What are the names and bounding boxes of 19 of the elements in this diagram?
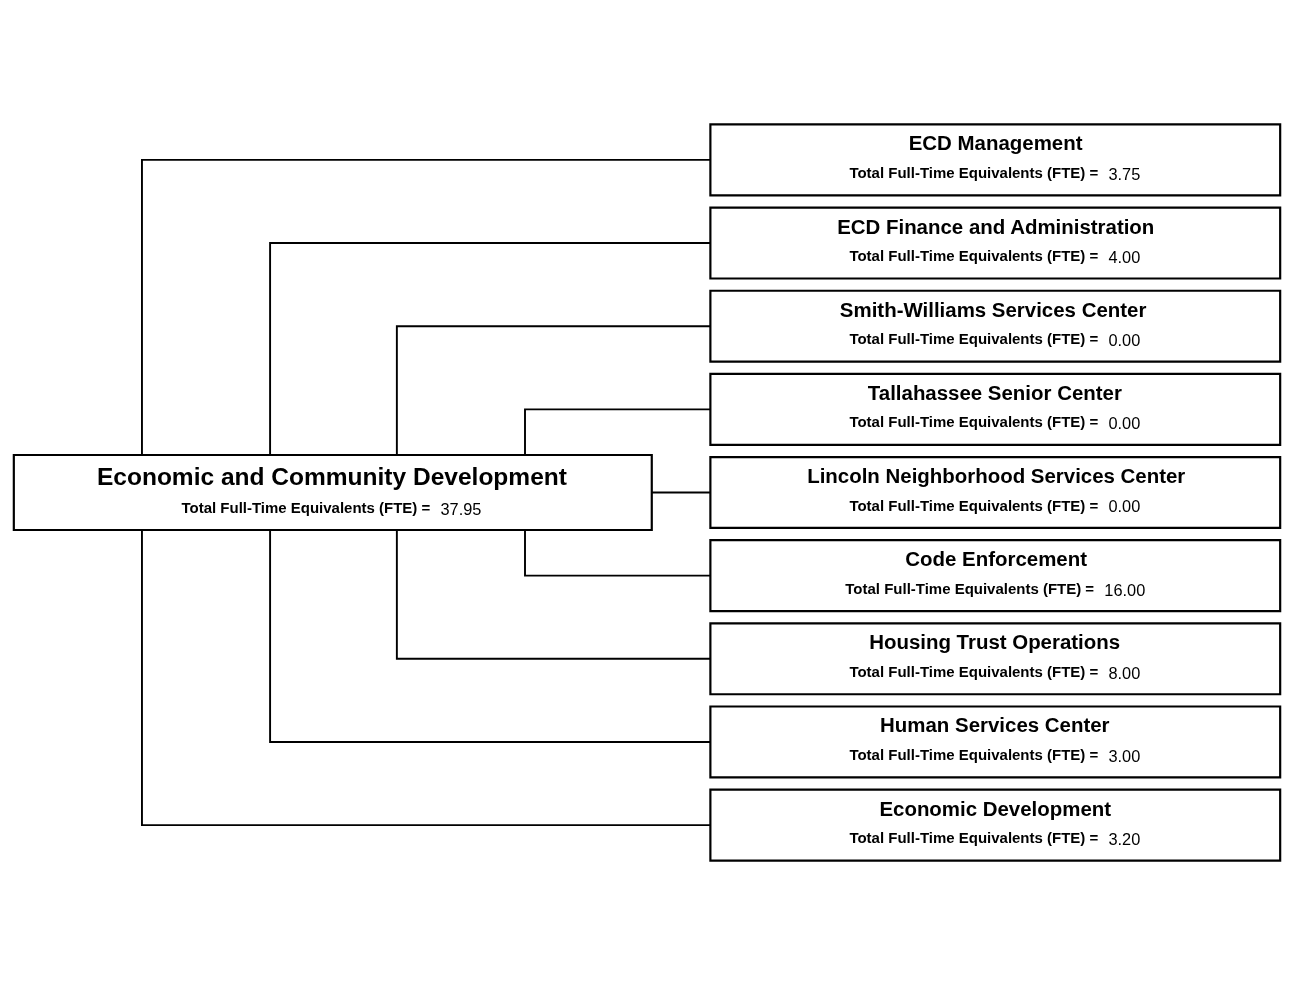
node-box: Economic and Community Development Total Full-Time Equivalents (FTE) = 37.95 <box>12 453 653 532</box>
node-box: ECD Management Total Full-Time Equivalents (FTE) = 3.75 <box>709 123 1282 197</box>
node-box: Economic Development Total Full-Time Equivalents (FTE) = 3.20 <box>709 788 1282 862</box>
node-box: Code Enforcement Total Full-Time Equivalents (FTE) = 16.00 <box>709 539 1282 613</box>
node-box: Lincoln Neighborhood Services Center Total Full-Time Equivalents (FTE) = 0.00 <box>709 455 1282 530</box>
node-box: Smith-Williams Services Center Total Full-Time Equivalents (FTE) = 0.00 <box>709 289 1282 363</box>
node-box: ECD Finance and Administration Total Full-Time Equivalents (FTE) = 4.00 <box>709 206 1282 280</box>
connector <box>141 158 711 456</box>
node-box: Tallahassee Senior Center Total Full-Time Equivalents (FTE) = 0.00 <box>709 372 1282 446</box>
connector <box>524 408 712 456</box>
connector <box>650 491 711 494</box>
connector <box>269 242 712 456</box>
connector <box>141 529 711 827</box>
connector <box>524 529 712 577</box>
connector <box>269 529 712 743</box>
node-box: Housing Trust Operations Total Full-Time Equivalents (FTE) = 8.00 <box>709 622 1282 696</box>
node-box: Human Services Center Total Full-Time Equivalents (FTE) = 3.00 <box>709 705 1282 779</box>
connector <box>395 325 712 456</box>
connector <box>395 529 712 660</box>
